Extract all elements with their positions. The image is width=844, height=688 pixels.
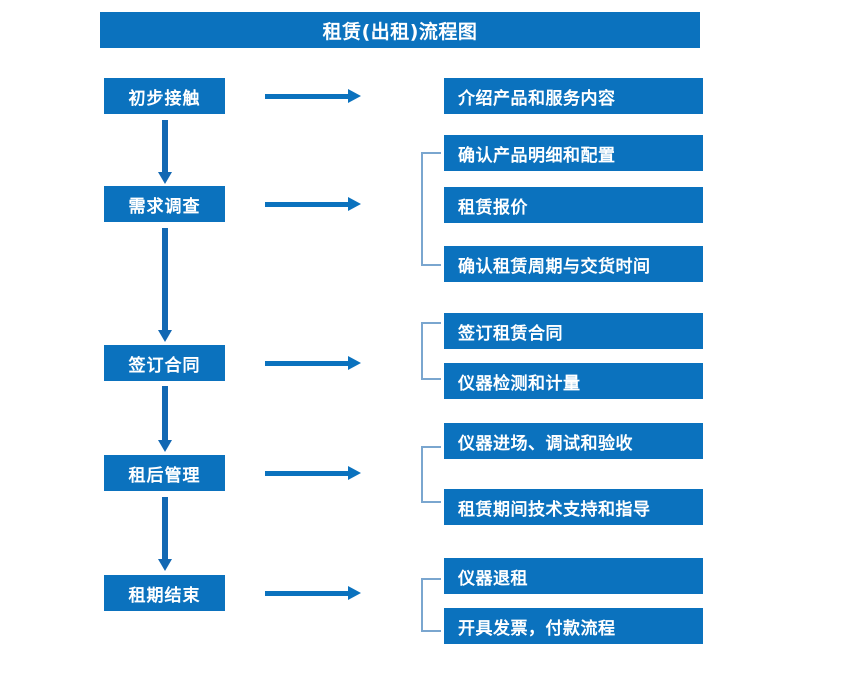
stage-box-5[interactable]: 租期结束 xyxy=(104,575,225,611)
vertical-arrow-4 xyxy=(158,497,172,571)
vertical-arrow-3 xyxy=(158,386,172,452)
horizontal-arrow-1 xyxy=(265,89,361,103)
stage-box-3[interactable]: 签订合同 xyxy=(104,345,225,381)
horizontal-arrow-shaft xyxy=(265,591,349,596)
horizontal-arrow-shaft xyxy=(265,94,349,99)
group-bracket-1 xyxy=(421,152,441,266)
group-bracket-3 xyxy=(421,446,441,503)
vertical-arrow-shaft xyxy=(162,386,168,440)
vertical-arrow-shaft xyxy=(162,120,168,172)
vertical-arrow-head xyxy=(158,330,172,342)
vertical-arrow-shaft xyxy=(162,497,168,559)
horizontal-arrow-head xyxy=(348,586,361,600)
stage-box-2[interactable]: 需求调查 xyxy=(104,186,225,222)
detail-box-8[interactable]: 租赁期间技术支持和指导 xyxy=(444,489,703,525)
vertical-arrow-head xyxy=(158,559,172,571)
diagram-title: 租赁(出租)流程图 xyxy=(100,12,700,48)
detail-box-2[interactable]: 确认产品明细和配置 xyxy=(444,135,703,171)
detail-box-4[interactable]: 确认租赁周期与交货时间 xyxy=(444,246,703,282)
horizontal-arrow-shaft xyxy=(265,471,349,476)
horizontal-arrow-head xyxy=(348,356,361,370)
stage-box-4[interactable]: 租后管理 xyxy=(104,455,225,491)
horizontal-arrow-5 xyxy=(265,586,361,600)
horizontal-arrow-3 xyxy=(265,356,361,370)
horizontal-arrow-head xyxy=(348,197,361,211)
vertical-arrow-2 xyxy=(158,228,172,342)
horizontal-arrow-shaft xyxy=(265,202,349,207)
horizontal-arrow-head xyxy=(348,89,361,103)
detail-box-10[interactable]: 开具发票，付款流程 xyxy=(444,608,703,644)
detail-box-6[interactable]: 仪器检测和计量 xyxy=(444,363,703,399)
detail-box-5[interactable]: 签订租赁合同 xyxy=(444,313,703,349)
vertical-arrow-shaft xyxy=(162,228,168,330)
stage-box-1[interactable]: 初步接触 xyxy=(104,78,225,114)
group-bracket-2 xyxy=(421,322,441,380)
detail-box-1[interactable]: 介绍产品和服务内容 xyxy=(444,78,703,114)
horizontal-arrow-shaft xyxy=(265,361,349,366)
group-bracket-4 xyxy=(421,578,441,632)
detail-box-9[interactable]: 仪器退租 xyxy=(444,558,703,594)
vertical-arrow-head xyxy=(158,172,172,184)
horizontal-arrow-2 xyxy=(265,197,361,211)
vertical-arrow-1 xyxy=(158,120,172,184)
horizontal-arrow-head xyxy=(348,466,361,480)
horizontal-arrow-4 xyxy=(265,466,361,480)
vertical-arrow-head xyxy=(158,440,172,452)
detail-box-7[interactable]: 仪器进场、调试和验收 xyxy=(444,423,703,459)
detail-box-3[interactable]: 租赁报价 xyxy=(444,187,703,223)
